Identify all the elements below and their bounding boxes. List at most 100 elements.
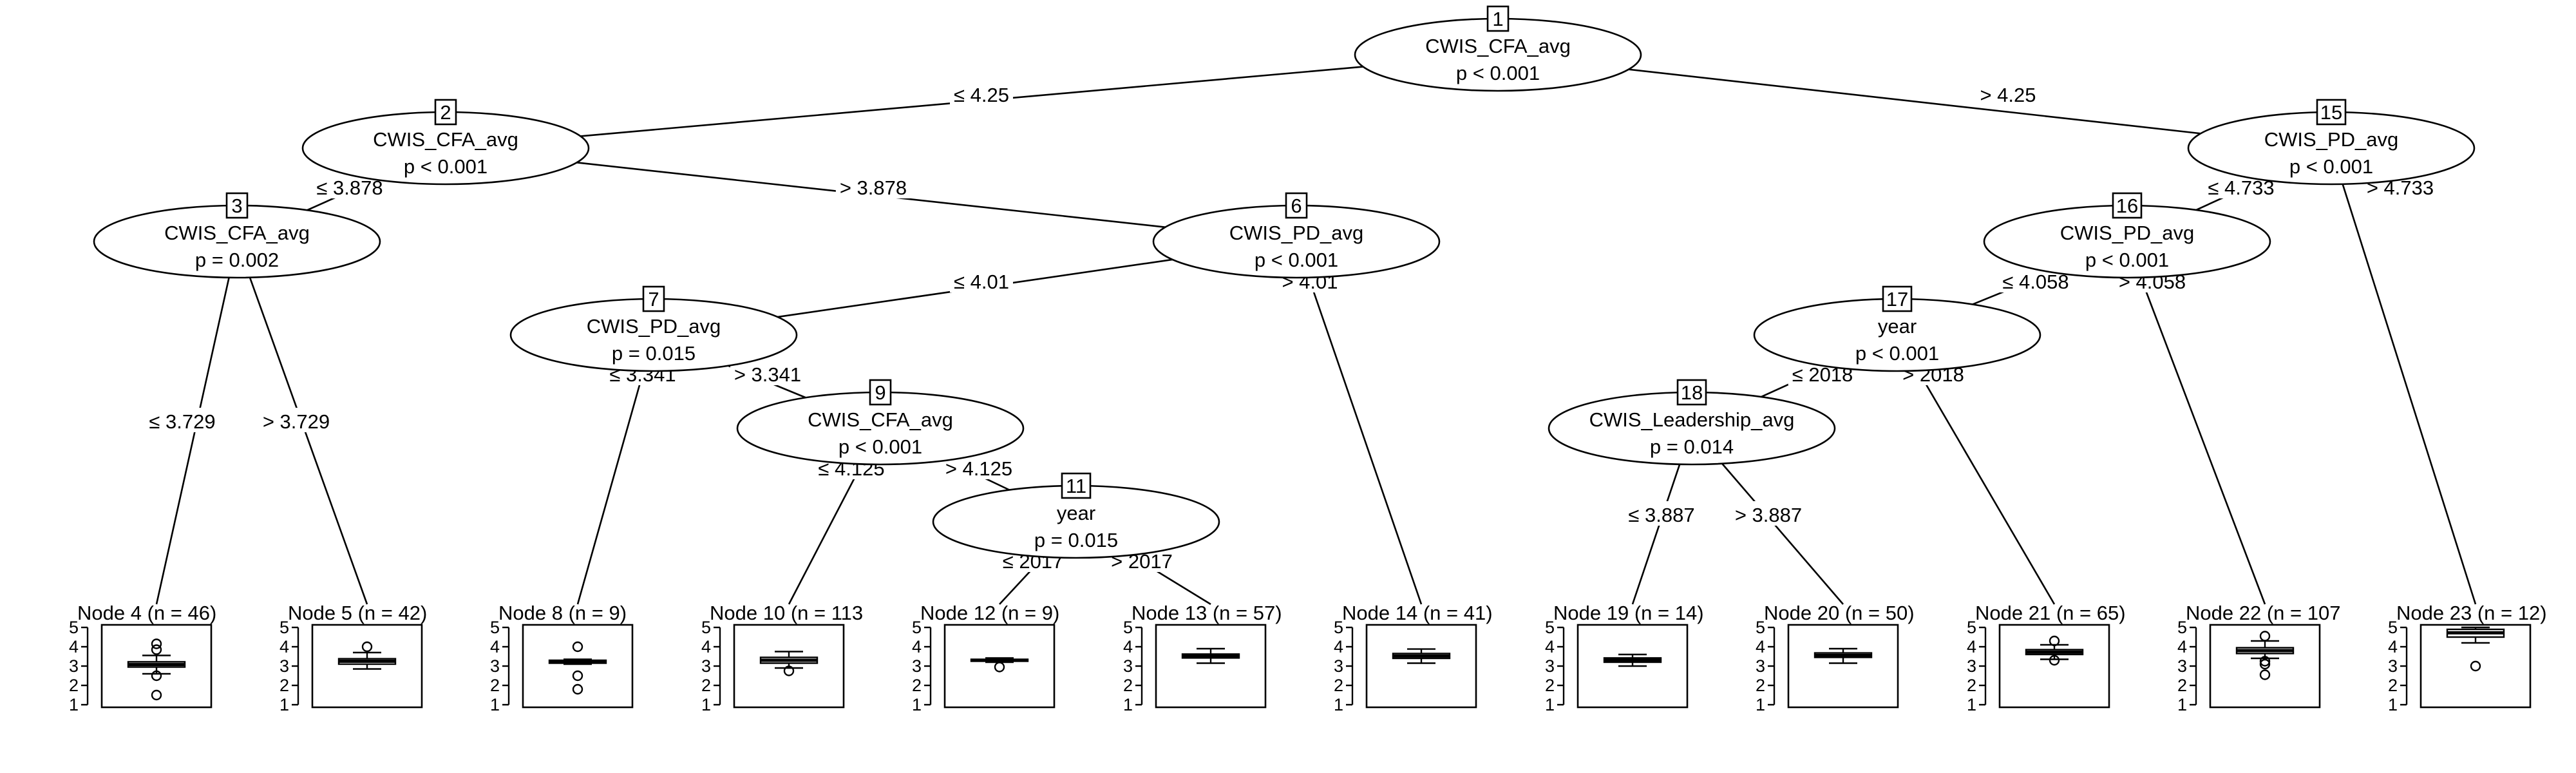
y-tick-label: 1 [1756,695,1765,714]
y-tick-label: 4 [912,637,922,656]
outlier-point [572,683,583,695]
y-tick-label: 5 [490,618,500,637]
edge-3-5 [249,277,368,605]
y-tick-label: 2 [1123,676,1133,695]
outlier-point [151,689,162,701]
y-tick-label: 2 [1967,676,1976,695]
edge-label-text: ≤ 4.01 [954,271,1009,293]
split-variable: CWIS_PD_avg [2060,222,2194,244]
node-id: 3 [231,195,242,217]
p-value: p < 0.001 [1456,62,1540,84]
node-id: 6 [1291,195,1302,217]
p-value: p = 0.002 [195,249,279,271]
split-variable: CWIS_CFA_avg [164,222,310,244]
edge-label-bg [835,174,911,198]
node-id-box [642,285,665,312]
y-tick-label: 1 [490,695,500,714]
edge-6-14 [1307,277,1423,605]
edge-label-7-9: > 3.341 [730,361,806,386]
split-variable: CWIS_PD_avg [1229,222,1363,244]
y-tick-label: 5 [2177,618,2187,637]
y-tick-label: 3 [1334,656,1343,676]
y-tick-label: 2 [1334,676,1343,695]
node-id-box [1486,5,1510,32]
edge-label-text: > 3.729 [263,410,330,433]
y-tick-label: 3 [69,656,79,676]
node-id-box [1882,285,1913,312]
edge-label-18-19: ≤ 3.887 [1624,501,1699,526]
outlier-point [151,644,162,655]
edge-18-19 [1631,464,1681,605]
edge-17-21 [1917,370,2056,605]
y-tick-label: 3 [1123,656,1133,676]
outlier-point [994,662,1005,673]
split-variable: CWIS_PD_avg [2264,128,2398,151]
terminal-title: Node 21 (n = 65) [1975,602,2126,624]
p-value: p = 0.015 [1034,529,1118,551]
y-tick-label: 1 [1334,695,1343,714]
node-id-box [225,192,249,219]
y-tick-label: 2 [1545,676,1555,695]
y-tick-label: 1 [701,695,711,714]
outlier-point [572,641,583,653]
node-id-box [869,379,892,406]
edge-label-bg [258,408,334,432]
split-variable: year [1057,502,1095,524]
edge-15-23 [2342,184,2477,605]
edge-label-18-20: > 3.887 [1730,501,1806,526]
p-value: p < 0.001 [404,155,488,178]
y-tick-label: 5 [2388,618,2398,637]
p-value: p < 0.001 [1855,342,1939,365]
node-id: 7 [648,288,659,310]
edge-label-bg [950,81,1013,106]
outlier-point [361,641,373,653]
edge-label-3-4: ≤ 3.729 [145,408,220,433]
edge-9-10 [788,463,863,605]
y-tick-label: 1 [2177,695,2187,714]
p-value: p < 0.001 [2289,155,2373,178]
y-tick-label: 1 [1123,695,1133,714]
terminal-title: Node 10 (n = 113 [710,602,863,624]
split-variable: CWIS_Leadership_avg [1589,408,1795,431]
node-id-box [2112,192,2143,219]
y-tick-label: 4 [279,637,289,656]
outlier-point [151,638,162,649]
split-variable: year [1878,315,1917,338]
edge-label-bg [1976,81,2040,106]
y-tick-label: 2 [69,676,79,695]
edge-label-16-17: ≤ 4.058 [1998,268,2073,293]
y-tick-label: 1 [1545,695,1555,714]
edge-label-2-6: > 3.878 [835,174,911,199]
node-id-box [2316,99,2347,126]
y-tick-label: 1 [1967,695,1976,714]
terminal-title: Node 5 (n = 42) [288,602,427,624]
edge-label-text: > 4.25 [1980,84,2036,106]
outlier-point [2259,656,2271,667]
edge-18-20 [1721,463,1844,605]
edge-label-text: > 3.887 [1735,504,1802,526]
y-tick-label: 5 [279,618,289,637]
split-variable: CWIS_CFA_avg [1425,35,1571,57]
edge-label-text: > 3.878 [840,177,907,199]
edge-label-2-3: ≤ 3.878 [312,174,387,199]
edge-16-22 [2139,277,2266,605]
y-tick-label: 3 [1967,656,1976,676]
node-id: 15 [2320,101,2342,124]
